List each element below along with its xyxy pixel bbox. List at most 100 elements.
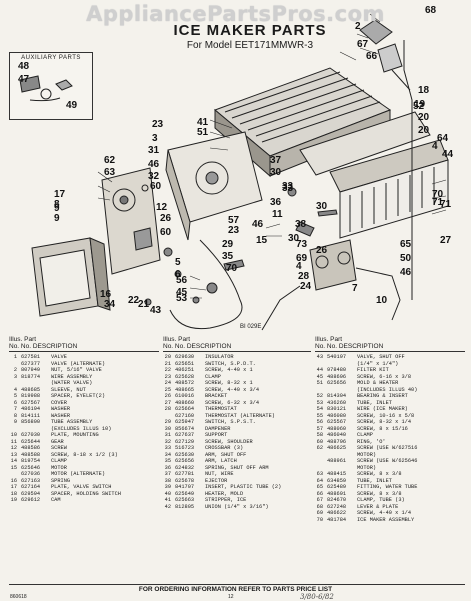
callout: 37 xyxy=(270,155,282,166)
part-description: STRIPPER, ICE xyxy=(205,497,247,503)
part-number: 625678 xyxy=(175,477,195,484)
callout: 70 xyxy=(432,189,444,200)
part-description: VALVE xyxy=(51,354,67,360)
ordering-footer: FOR ORDERING INFORMATION REFER TO PARTS … xyxy=(138,586,333,593)
illus-number: 42 xyxy=(164,503,171,510)
callout: 47 xyxy=(18,74,30,85)
part-number: 624832 xyxy=(175,464,195,471)
part-number: 856674 xyxy=(175,425,195,432)
callout: 52 xyxy=(413,101,425,112)
part-description: RING, 'O' xyxy=(357,438,386,445)
callout: 65 xyxy=(400,239,412,250)
part-description: WIRE ASSEMBLY xyxy=(51,373,93,380)
illus-number: 4 xyxy=(13,386,17,393)
table-row: (WATER VALVE) xyxy=(9,380,159,387)
illus-number: 43 xyxy=(316,354,323,360)
callout: 46 xyxy=(148,159,160,170)
table-row: (EXCLUDES ILLUS 10) xyxy=(9,426,159,433)
part-number: 625651 xyxy=(175,360,195,367)
part-description: VALVE (ALTERNATE) xyxy=(51,360,106,367)
part-number: 627036 xyxy=(21,471,41,477)
illus-number: 22 xyxy=(164,367,171,373)
part-number: 814304 xyxy=(327,393,347,399)
callout: 66 xyxy=(366,51,378,62)
part-number: 488415 xyxy=(327,471,347,477)
callout: 71 xyxy=(432,197,444,208)
callout: 26 xyxy=(316,245,328,256)
part-description: INSULATOR xyxy=(205,354,234,360)
part-number: 625646 xyxy=(21,464,41,471)
illus-number: 20 xyxy=(164,354,171,360)
illus-number: 8 xyxy=(13,412,17,419)
callout: 9 xyxy=(54,213,60,224)
part-number: 812805 xyxy=(175,503,195,510)
part-number: 486625 xyxy=(327,445,347,451)
illus-number: 70 xyxy=(316,516,323,523)
callout: 3 xyxy=(152,133,158,144)
part-number: 625947 xyxy=(175,419,195,425)
illus-number: 10 xyxy=(10,432,17,438)
part-number: 486622 xyxy=(327,510,347,516)
part-number: 488961 xyxy=(327,458,347,464)
part-number: 488685 xyxy=(21,386,41,393)
part-number: 978480 xyxy=(327,367,347,373)
illus-number: 26 xyxy=(164,393,171,399)
column-header: Illus. Part xyxy=(163,336,191,343)
callout: 20 xyxy=(418,125,430,136)
callout: 20 xyxy=(418,112,430,123)
callout: 46 xyxy=(252,219,264,230)
part-description: ARM, LATCH xyxy=(205,458,237,464)
housing-drawing xyxy=(165,131,263,241)
part-number: 486080 xyxy=(327,412,347,419)
part-description: NUT, 5/16" VALVE xyxy=(51,367,102,373)
part-number: 629594 xyxy=(21,490,41,497)
part-description: COVER xyxy=(51,399,67,406)
part-number: 824670 xyxy=(327,497,347,503)
part-number: 625630 xyxy=(175,451,195,458)
wire-harness-drawing xyxy=(169,239,243,330)
illus-number: 25 xyxy=(164,386,171,393)
part-number: 627129 xyxy=(175,438,195,445)
callout: 63 xyxy=(104,167,116,178)
part-number: 625649 xyxy=(175,490,195,497)
callout: 60 xyxy=(150,181,162,192)
part-number: 627637 xyxy=(175,432,195,438)
illus-number: 66 xyxy=(316,490,323,497)
aux-parts-drawing xyxy=(19,75,73,102)
callout: 49 xyxy=(66,100,78,111)
part-description: THERMOSTAT (ALTERNATE) xyxy=(205,412,275,419)
table-row: (INCLUDES ILLUS 40) xyxy=(315,387,465,394)
part-description: LEVER & PLATE xyxy=(357,503,399,510)
illus-number: 1 xyxy=(13,354,17,360)
part-number: 488588 xyxy=(21,451,41,458)
part-number: 627030 xyxy=(21,432,41,438)
callout: 73 xyxy=(296,239,308,250)
callout: 31 xyxy=(148,145,160,156)
part-number: 488060 xyxy=(327,425,347,432)
part-number: 625644 xyxy=(21,438,41,445)
callout: 10 xyxy=(376,295,388,306)
part-description: SCREW, 4-40 x 1/4 xyxy=(357,510,412,516)
